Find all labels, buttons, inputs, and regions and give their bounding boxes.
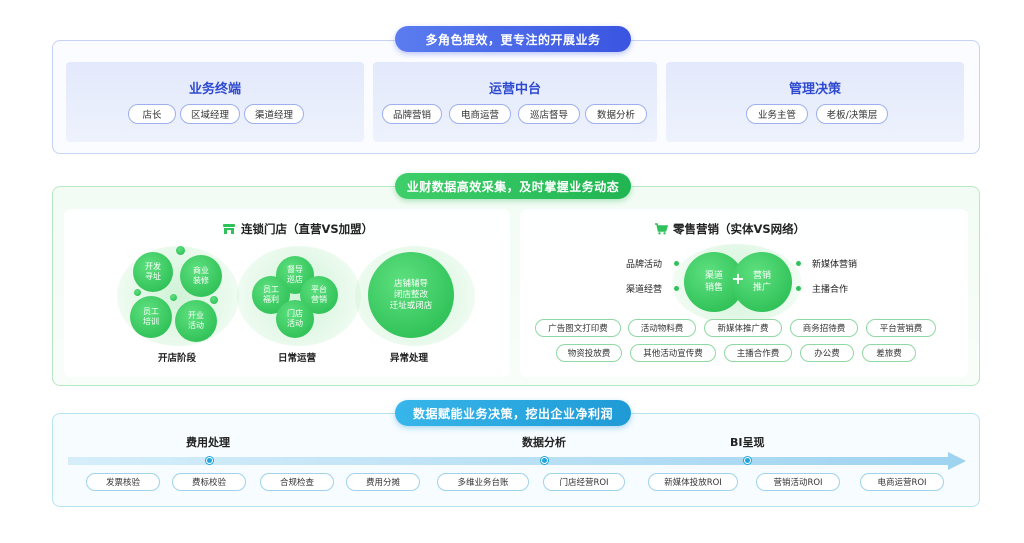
- store-icon: [223, 224, 235, 234]
- pill-role: 店长: [128, 104, 176, 124]
- roles-banner: 多角色提效，更专注的开展业务: [395, 26, 631, 52]
- pill-role: 业务主管: [746, 104, 808, 124]
- expense-pill: 广告图文打印费: [535, 319, 621, 337]
- side-dot: [796, 261, 801, 266]
- card-title: 管理决策: [788, 82, 841, 97]
- process-arrow: [68, 452, 966, 470]
- pill-role: 巡店督导: [518, 104, 580, 124]
- pill-role: 数据分析: [585, 104, 647, 124]
- expense-pill: 主播合作费: [724, 344, 792, 362]
- side-dot: [674, 286, 679, 291]
- heading-expense-processing: 费用处理: [186, 436, 230, 449]
- expense-pill: 新媒体推广费: [704, 319, 782, 337]
- pill-role: 渠道经理: [244, 104, 304, 124]
- data-collection-banner: 业财数据高效采集，及时掌握业务动态: [395, 173, 631, 199]
- card-management-decision: 管理决策 业务主管 老板/决策层: [666, 62, 964, 142]
- expense-pill: 其他活动宣传费: [630, 344, 716, 362]
- process-pill: 营销活动ROI: [756, 473, 840, 491]
- expense-pill: 差旅费: [862, 344, 916, 362]
- pill-role: 电商运营: [449, 104, 511, 124]
- expense-pill: 物资投放费: [556, 344, 622, 362]
- process-pill: 电商运营ROI: [860, 473, 944, 491]
- side-new-media: 新媒体营销: [812, 260, 858, 270]
- chain-store-title-row: 连锁门店（直营VS加盟）: [222, 221, 373, 237]
- decor-dot: [170, 294, 177, 301]
- retail-marketing-title: 零售营销（实体VS网络）: [673, 222, 806, 236]
- milestone-dot: [744, 457, 751, 464]
- bubble-decoration: 商业 装修: [180, 255, 222, 297]
- decor-dot: [176, 246, 185, 255]
- expense-pill: 平台营销费: [866, 319, 936, 337]
- pill-role: 老板/决策层: [816, 104, 888, 124]
- milestone-dot: [541, 457, 548, 464]
- milestone-dot: [206, 457, 213, 464]
- bubble-marketing-promotion: 营销 推广: [732, 252, 792, 312]
- stage1-label: 开店阶段: [158, 353, 197, 364]
- plus-sign: +: [731, 269, 745, 288]
- bubble-channel-sales: 渠道 销售: [684, 252, 744, 312]
- bubble-exception-handling: 店铺辅导 闭店整改 迁址或闭店: [368, 252, 454, 338]
- side-streamer: 主播合作: [812, 285, 849, 295]
- chain-store-title: 连锁门店（直营VS加盟）: [241, 222, 374, 236]
- pill-role: 区域经理: [180, 104, 240, 124]
- bubble-site-selection: 开发 寻址: [133, 252, 173, 292]
- side-dot: [796, 286, 801, 291]
- process-pill: 费标校验: [172, 473, 246, 491]
- side-dot: [674, 261, 679, 266]
- heading-data-analysis: 数据分析: [522, 436, 566, 449]
- bubble-staff-training: 员工 培训: [130, 296, 172, 338]
- expense-pill: 商务招待费: [790, 319, 858, 337]
- decor-dot: [134, 289, 141, 296]
- process-pill: 门店经营ROI: [543, 473, 625, 491]
- process-pill: 新媒体投放ROI: [648, 473, 738, 491]
- pill-role: 品牌营销: [382, 104, 442, 124]
- card-business-terminal: 业务终端 店长 区域经理 渠道经理: [66, 62, 364, 142]
- decision-banner: 数据赋能业务决策，挖出企业净利润: [395, 400, 631, 426]
- expense-pill: 活动物料费: [628, 319, 696, 337]
- stage2-label: 日常运营: [278, 353, 317, 364]
- stage3-label: 异常处理: [390, 353, 429, 364]
- bubble-store-activity: 门店 活动: [276, 300, 314, 338]
- expense-pill: 办公费: [800, 344, 854, 362]
- bubble-opening-event: 开业 活动: [175, 300, 217, 342]
- process-pill: 合规检查: [260, 473, 334, 491]
- side-channel-operation: 渠道经营: [626, 285, 663, 295]
- card-title: 运营中台: [488, 82, 541, 97]
- card-operations-center: 运营中台 品牌营销 电商运营 巡店督导 数据分析: [373, 62, 657, 142]
- card-title: 业务终端: [188, 82, 241, 97]
- heading-bi: BI呈现: [730, 436, 765, 449]
- decor-dot: [210, 296, 218, 304]
- retail-marketing-title-row: 零售营销（实体VS网络）: [654, 221, 805, 237]
- cart-icon: [655, 223, 668, 235]
- process-pill: 费用分摊: [346, 473, 420, 491]
- process-pill: 发票核验: [86, 473, 160, 491]
- process-pill: 多维业务台账: [437, 473, 529, 491]
- side-brand-activity: 品牌活动: [626, 260, 663, 270]
